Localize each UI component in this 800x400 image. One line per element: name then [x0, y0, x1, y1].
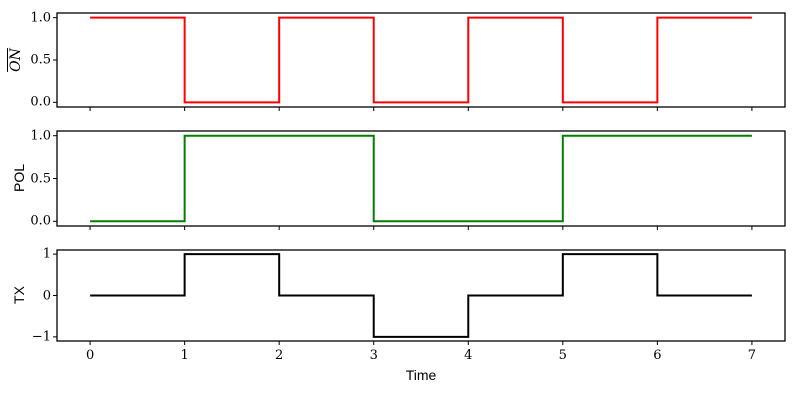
x-tick-label: 4 — [464, 348, 473, 363]
x-tick-label: 0 — [85, 348, 95, 363]
y-tick-label-tx: 0 — [42, 288, 51, 303]
y-tick-label-on-bar: 1.0 — [30, 10, 51, 26]
xlabel-time: Time — [405, 367, 437, 383]
x-tick-label: 3 — [369, 348, 378, 363]
y-tick-label-tx: −1 — [31, 329, 51, 345]
x-tick-label: 2 — [275, 348, 284, 363]
y-tick-label-tx: 1 — [42, 246, 51, 262]
axes-spines-pol — [56, 130, 786, 227]
y-tick-label-pol: 0.0 — [30, 213, 51, 229]
x-tick-label: 6 — [653, 348, 662, 363]
y-tick-label-pol: 0.5 — [30, 171, 51, 186]
signal-line-on-bar — [90, 16, 752, 104]
signal-line-tx — [90, 253, 752, 338]
x-tick-label: 1 — [180, 348, 189, 363]
x-tick-label: 5 — [558, 348, 567, 363]
signal-line-pol — [90, 134, 752, 223]
x-tick-label: 7 — [747, 348, 757, 363]
y-tick-label-pol: 1.0 — [30, 128, 51, 144]
y-tick-label-on-bar: 0.0 — [30, 94, 51, 110]
axes-spines-on-bar — [56, 12, 786, 108]
y-tick-label-on-bar: 0.5 — [30, 52, 51, 68]
